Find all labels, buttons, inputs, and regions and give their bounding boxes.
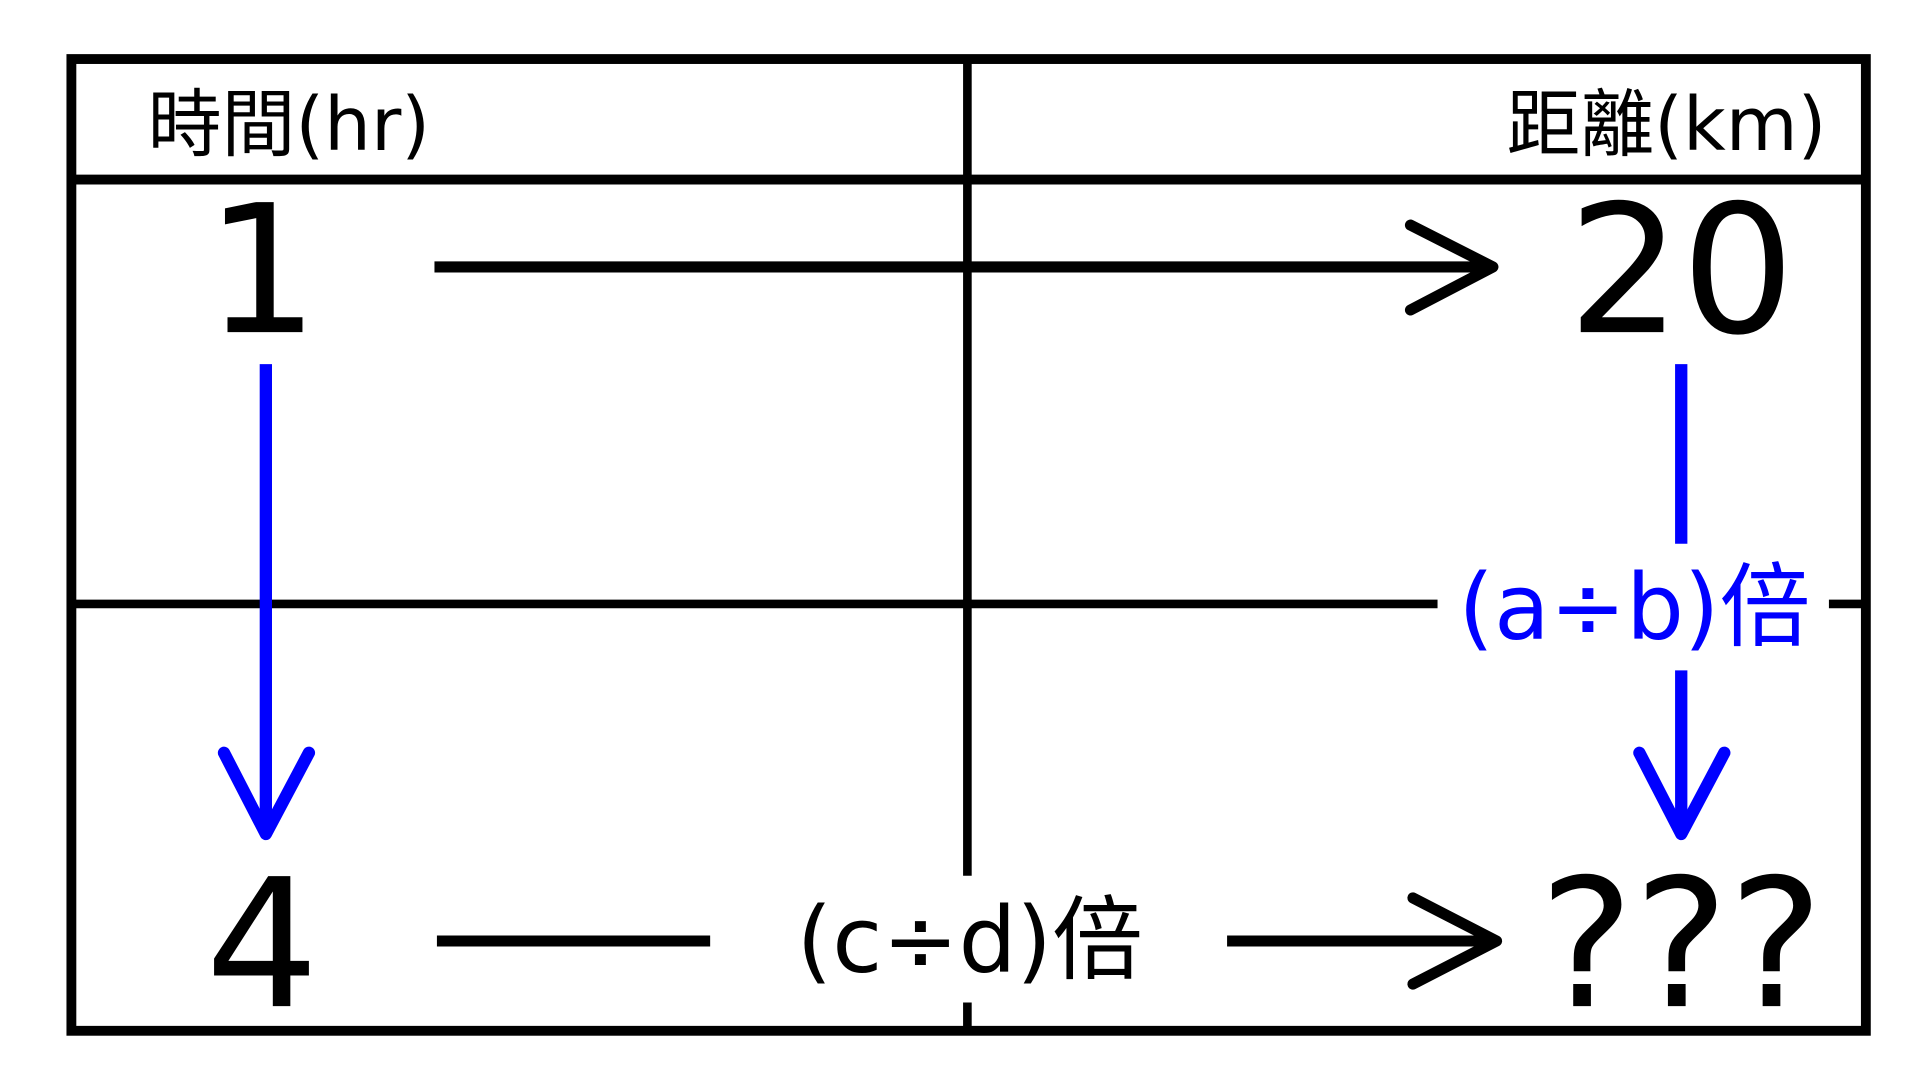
header-distance: 距離(km) bbox=[1506, 82, 1826, 168]
arrowhead-icon bbox=[1633, 746, 1731, 841]
row1-distance: 20 bbox=[1568, 167, 1795, 375]
arrowhead-icon bbox=[217, 746, 316, 841]
time-ratio-label: (c÷d)倍 bbox=[797, 888, 1143, 994]
table-grid bbox=[66, 54, 1871, 1036]
row2-time: 4 bbox=[205, 841, 319, 1049]
header-time: 時間(hr) bbox=[148, 82, 430, 168]
distance-ratio-label: (a÷b)倍 bbox=[1458, 554, 1810, 660]
arrow-right-bottom bbox=[436, 892, 1503, 990]
arrow-right-top bbox=[434, 219, 1499, 316]
arrowhead-icon bbox=[1404, 219, 1499, 316]
row1-time: 1 bbox=[205, 167, 319, 375]
row2-distance: ??? bbox=[1539, 841, 1823, 1049]
arrowhead-icon bbox=[1407, 892, 1503, 990]
arrow-down-left bbox=[217, 364, 316, 841]
arrow-down-right bbox=[1633, 364, 1731, 841]
